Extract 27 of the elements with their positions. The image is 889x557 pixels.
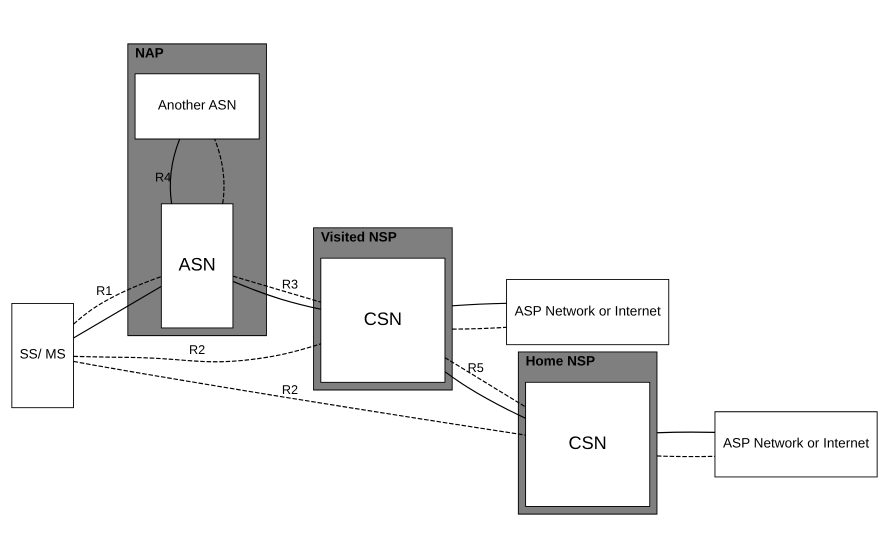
- node-box: SS/ MS: [11, 302, 74, 408]
- node-box: Another ASN: [134, 72, 260, 139]
- edge-label: R1: [96, 284, 112, 298]
- node-box: ASN: [160, 202, 234, 328]
- connector: [73, 276, 162, 324]
- connector: [214, 138, 225, 204]
- connector: [452, 302, 507, 306]
- node-box: CSN: [320, 257, 446, 382]
- edge-label: R2: [189, 342, 206, 356]
- connector: [232, 280, 321, 310]
- connector: [73, 360, 526, 436]
- connector: [656, 454, 715, 457]
- connector: [444, 370, 526, 418]
- node-box: ASP Network or Internet: [506, 278, 670, 345]
- node-box: CSN: [525, 381, 650, 506]
- connector: [656, 431, 715, 433]
- edge-label: R3: [282, 277, 298, 292]
- node-box: ASP Network or Internet: [714, 410, 878, 477]
- connector: [170, 138, 180, 204]
- edge-label: R2: [282, 382, 298, 396]
- connector: [232, 275, 321, 302]
- connector: [444, 356, 526, 407]
- connector: [452, 326, 507, 330]
- connector: [74, 342, 321, 362]
- connector: [73, 285, 162, 338]
- edge-label: R4: [154, 170, 172, 184]
- edge-label: R5: [468, 360, 484, 375]
